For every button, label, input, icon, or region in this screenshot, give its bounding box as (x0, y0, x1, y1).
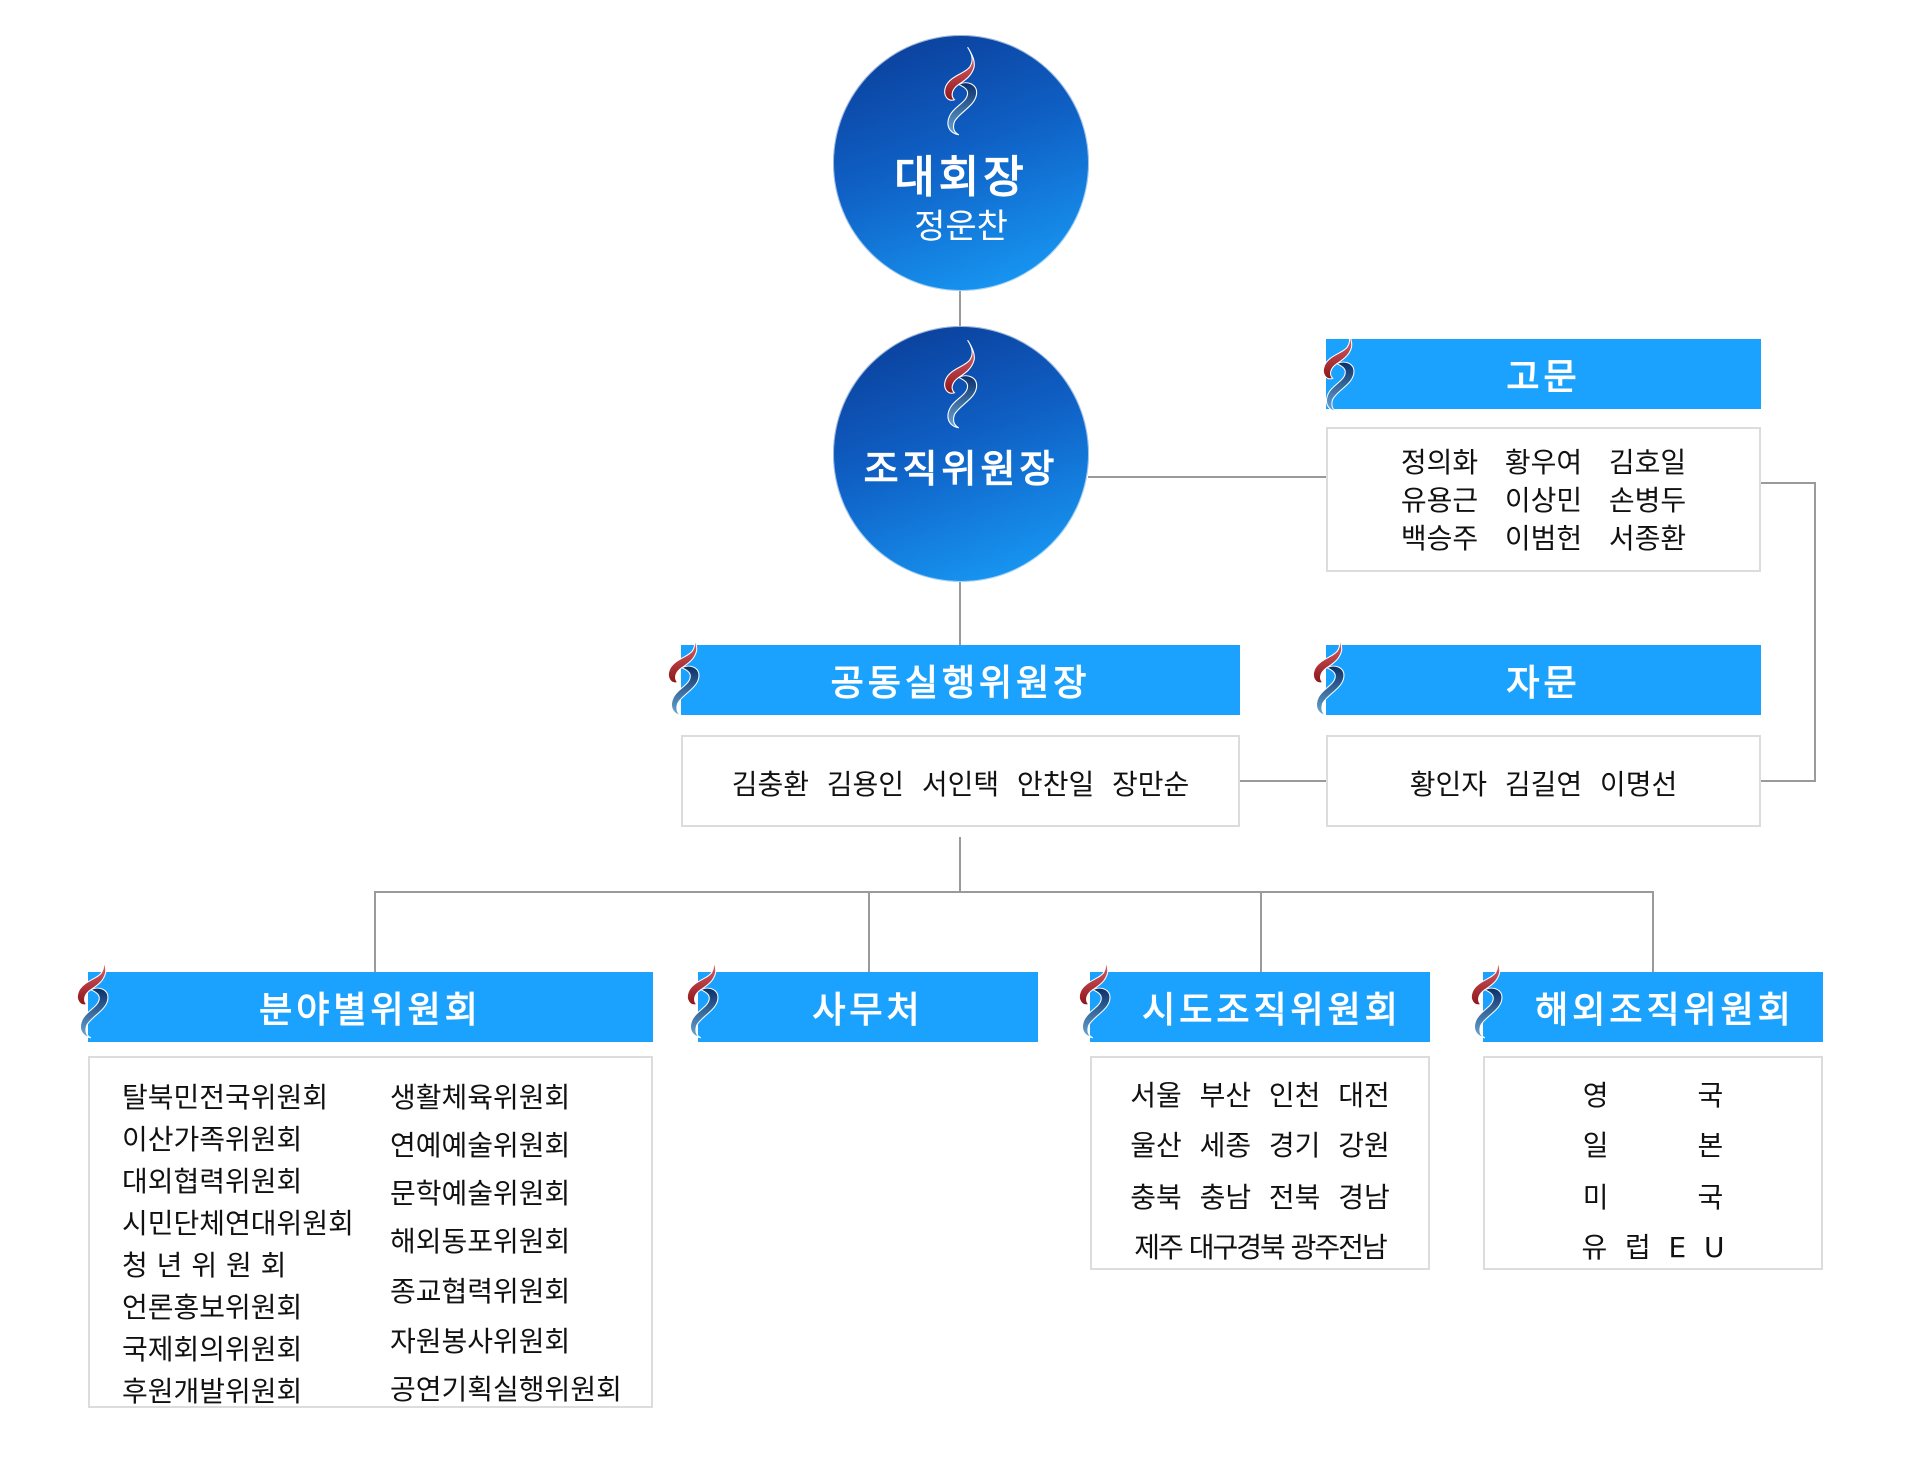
field-committee-item: 종교협력위원회 (390, 1275, 571, 1308)
connector-advisors-right (1761, 482, 1816, 484)
advisors-header: 고문 (1326, 339, 1761, 409)
emblem-icon (939, 45, 983, 137)
emblem-icon (1466, 952, 1508, 1040)
emblem-icon (939, 338, 983, 430)
connector-drop-overseas (1652, 891, 1654, 973)
president-node: 대회장 정운찬 (833, 35, 1089, 291)
consult-header: 자문 (1326, 645, 1761, 715)
co-exec-header: 공동실행위원장 (681, 645, 1240, 715)
overseas-list: 영 국 일 본 미 국 유 럽 E U (1483, 1056, 1823, 1270)
field-committee-item: 공연기획실행위원회 (390, 1373, 622, 1406)
overseas-row: 일 본 (1582, 1129, 1724, 1162)
connector-horizontal-bus (374, 891, 1654, 893)
co-exec-title: 공동실행위원장 (830, 663, 1091, 704)
emblem-icon (1308, 630, 1350, 718)
connector-chair-advisors (1088, 476, 1326, 478)
field-committee-item: 청 년 위 원 회 (122, 1249, 287, 1282)
co-exec-list: 김충환 김용인 서인택 안찬일 장만순 (681, 735, 1240, 827)
field-committees-list: 탈북민전국위원회 이산가족위원회 대외협력위원회 시민단체연대위원회 청 년 위… (88, 1056, 653, 1408)
field-committees-header: 분야별위원회 (88, 972, 653, 1042)
consult-names: 황인자 김길연 이명선 (1409, 768, 1678, 801)
field-committee-item: 시민단체연대위원회 (122, 1207, 354, 1240)
connector-drop-regional (1260, 891, 1262, 973)
connector-president-chair (959, 290, 961, 328)
org-chair-node: 조직위원장 (833, 326, 1089, 582)
emblem-icon (663, 630, 705, 718)
field-committee-item: 대외협력위원회 (122, 1165, 303, 1198)
advisors-row: 백승주 이범헌 서종환 (1400, 522, 1687, 555)
emblem-icon (682, 952, 724, 1040)
secretariat-header: 사무처 (698, 972, 1038, 1042)
regional-title: 시도조직위원회 (1142, 990, 1402, 1031)
regional-row: 제주 대구경북 광주전남 (1134, 1231, 1387, 1264)
field-committees-title: 분야별위원회 (259, 990, 482, 1031)
field-committee-item: 이산가족위원회 (122, 1123, 303, 1156)
advisors-row: 정의화 황우여 김호일 (1400, 446, 1687, 479)
field-committee-item: 국제회의위원회 (122, 1333, 303, 1366)
connector-drop-field (374, 891, 376, 973)
overseas-row: 유 럽 E U (1581, 1231, 1725, 1264)
regional-row: 울산 세종 경기 강원 (1130, 1129, 1390, 1162)
consult-title: 자문 (1506, 663, 1581, 704)
advisors-row: 유용근 이상민 손병두 (1400, 484, 1687, 517)
overseas-title: 해외조직위원회 (1535, 990, 1795, 1031)
president-name: 정운찬 (914, 207, 1008, 247)
connector-coexec-trunk (959, 837, 961, 893)
org-chair-title: 조직위원장 (863, 447, 1059, 491)
regional-row: 서울 부산 인천 대전 (1130, 1079, 1390, 1112)
field-committee-item: 탈북민전국위원회 (122, 1081, 329, 1114)
overseas-row: 미 국 (1582, 1181, 1724, 1214)
field-committee-item: 언론홍보위원회 (122, 1291, 303, 1324)
emblem-icon (1074, 952, 1116, 1040)
regional-row: 충북 충남 전북 경남 (1130, 1181, 1390, 1214)
field-committee-item: 연예예술위원회 (390, 1129, 571, 1162)
connector-chair-coexec (959, 582, 961, 646)
field-committee-item: 생활체육위원회 (390, 1081, 571, 1114)
regional-header: 시도조직위원회 (1090, 972, 1430, 1042)
emblem-icon (72, 952, 114, 1040)
overseas-row: 영 국 (1582, 1079, 1724, 1112)
connector-coexec-consult (1240, 780, 1326, 782)
secretariat-title: 사무처 (812, 990, 924, 1031)
overseas-header: 해외조직위원회 (1483, 972, 1823, 1042)
connector-right-vertical (1814, 482, 1816, 782)
president-title: 대회장 (894, 152, 1028, 203)
emblem-icon (1318, 326, 1360, 414)
connector-consult-right (1761, 780, 1816, 782)
advisors-title: 고문 (1506, 357, 1581, 398)
field-committee-item: 후원개발위원회 (122, 1375, 303, 1408)
advisors-list: 정의화 황우여 김호일 유용근 이상민 손병두 백승주 이범헌 서종환 (1326, 427, 1761, 572)
consult-list: 황인자 김길연 이명선 (1326, 735, 1761, 827)
co-exec-names: 김충환 김용인 서인택 안찬일 장만순 (731, 768, 1190, 801)
field-committee-item: 자원봉사위원회 (390, 1325, 571, 1358)
field-committee-item: 문학예술위원회 (390, 1177, 571, 1210)
regional-list: 서울 부산 인천 대전 울산 세종 경기 강원 충북 충남 전북 경남 제주 대… (1090, 1056, 1430, 1270)
connector-drop-secretariat (868, 891, 870, 973)
field-committee-item: 해외동포위원회 (390, 1225, 571, 1258)
